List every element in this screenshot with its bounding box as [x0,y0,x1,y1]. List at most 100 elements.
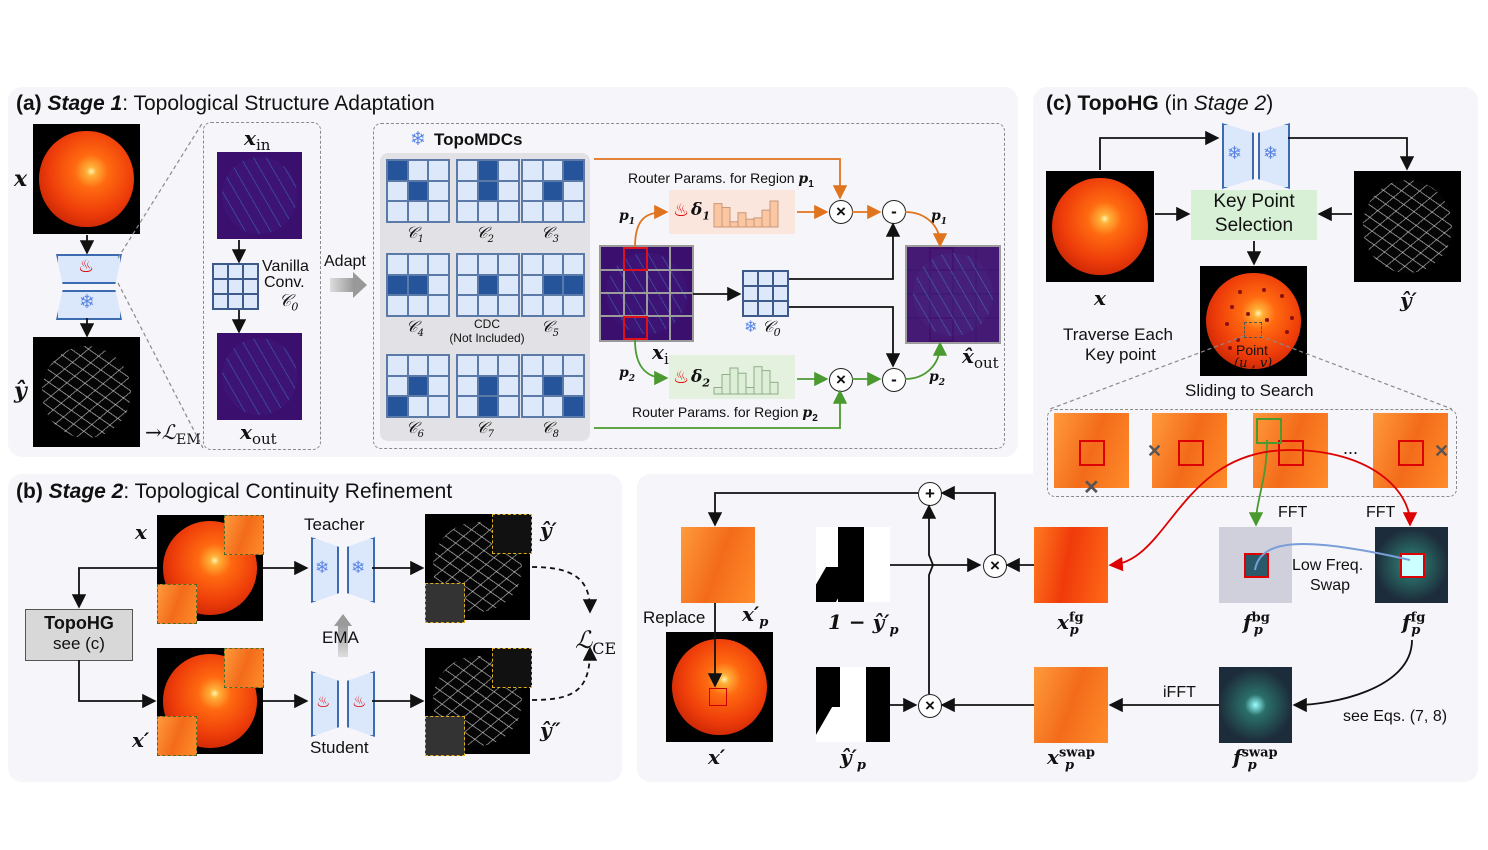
teacher-snowflake-icon-1: ❄ [315,558,330,577]
replace-label: Replace [643,608,706,627]
panel-b-title: (b) Stage 2: Topological Continuity Refi… [16,480,452,504]
zoom-box-vanilla [203,122,321,450]
p1-left: p1 [619,208,635,227]
delta2-hist-bar-8 [769,381,779,395]
label-x-p-prime: x′p [742,602,768,630]
region-p1-in [623,247,648,271]
delta1-hist-bar-8 [769,200,779,228]
label-x-stage2: x [135,520,147,544]
loss-em: →ℒEM [145,420,201,448]
p2-left: p2 [619,365,635,384]
f-swap-sup: swap [1241,745,1278,761]
x-swap-symbol: x [1047,745,1059,769]
topomdcs-title: TopoMDCs [434,130,523,149]
encoder-frozen [56,290,122,320]
low-freq-swap-arrow [1254,542,1411,571]
x-in-symbol: x [244,126,256,150]
p2-right: p2 [929,369,945,388]
x-fg-symbol: x [1057,610,1069,634]
panel-b-prefix: (b) [16,480,49,503]
c0-sub: 0 [291,300,299,314]
zoom-patch-x-bottom [157,584,197,624]
teacher-zoom-top [492,514,532,554]
y-p-sub: p [856,758,866,773]
label-y-hat-prime: ŷ′ [540,518,557,542]
low-freq-line2: Swap [1310,577,1351,594]
f-bg-sub: p [1253,623,1263,638]
fire-snowflake-icon: ♨ [78,256,95,276]
panel-c-close: ) [1266,92,1274,115]
panel-b-rest: : Topological Continuity Refinement [123,480,453,503]
delta1-sub: 1 [702,209,710,223]
panel-c-prefix: (c) [1046,92,1078,115]
label-x-swap: xswapp [1047,745,1095,773]
label-y-hat-prime-topohg: ŷ′ [1400,288,1417,312]
key-point-5 [1246,312,1250,316]
p1-right: p1 [931,208,947,227]
kernel-label-4: 𝒞4 [406,317,425,340]
one-minus-y-sub: p [889,623,899,638]
times-op-p1: × [829,200,853,224]
topohg-box-title: TopoHG [44,613,114,633]
center-box-4 [1398,440,1424,466]
panel-c-title: (c) TopoHG (in Stage 2) [1046,92,1273,116]
label-c0: 𝒞0 [279,291,298,313]
label-c0-frozen: 𝒞0 [762,317,781,339]
times-op-p2: × [829,368,853,392]
label-f-swap: fswapp [1233,745,1278,773]
kernel-label-9: 𝒞8 [541,418,560,441]
delta1-label: δ1 [691,200,710,222]
label-y-hat: ŷ [14,378,27,404]
teacher-decoder [347,537,375,603]
ellipsis: ... [1343,438,1359,458]
p2-right-sub: 2 [938,377,946,388]
key-point-4 [1230,305,1234,309]
kernel-9 [521,354,585,418]
fundus-image-x [33,124,140,234]
x-p-prime-symbol: x′ [742,602,760,626]
label-x-prime-final: x′ [708,745,726,769]
key-point-window [1244,322,1262,338]
topomdcs-snowflake-icon: ❄ [410,129,426,150]
mask-inverse [816,527,890,602]
x-out-symbol: x [240,420,252,444]
f-swap-symbol: f [1233,745,1242,769]
kernel-label-1: 𝒞1 [406,223,425,246]
c0-snowflake-icon: ❄ [744,319,758,336]
router-p2-sub: 2 [812,412,818,424]
ema-arrow-shaft [338,625,348,657]
delta2-hist-bar-4 [737,372,747,395]
panel-a-prefix: (a) [16,92,48,115]
kernel-label-5: CDC(Not Included) [448,317,526,345]
x-p-prime-sub: p [759,615,769,630]
f-fg-sup: fg [1410,610,1426,626]
key-point-1 [1238,290,1242,294]
label-x-in: xin [244,126,270,154]
delta1-symbol: δ [691,200,703,220]
point-label-line1: Point [1236,342,1268,358]
key-point-8 [1236,338,1240,342]
p2-left-sub: 2 [628,373,636,384]
label-x-prime-stage2: x′ [132,728,150,752]
panel-c-stage: Stage 2 [1193,92,1267,115]
x-out-sub: out [251,430,277,448]
delta2-sub: 2 [702,376,710,390]
fundus-image-x-topohg [1046,171,1154,282]
search-patch-1 [1054,413,1129,488]
router-p2-text: Router Params. for Region [632,404,803,420]
vessel-prediction-topohg [1354,171,1461,282]
kernel-4 [386,253,450,317]
fundus-image-x-prime-final [666,632,773,742]
p1-left-sub: 1 [628,216,636,227]
panel-a-stage: Stage 1 [47,92,123,115]
feature-map-x-in [217,152,302,239]
fundus-key-points [1200,266,1307,376]
x-p-prime-patch [681,527,755,603]
teacher-label: Teacher [304,515,365,534]
x-swap-patch [1034,667,1108,743]
delta2-label: δ2 [691,367,710,389]
router-p1-label: Router Params. for Region p1 [628,170,814,190]
vanilla-conv-kernel [212,263,259,310]
student-encoder [311,671,339,737]
p2-right-symbol: p [929,369,939,385]
